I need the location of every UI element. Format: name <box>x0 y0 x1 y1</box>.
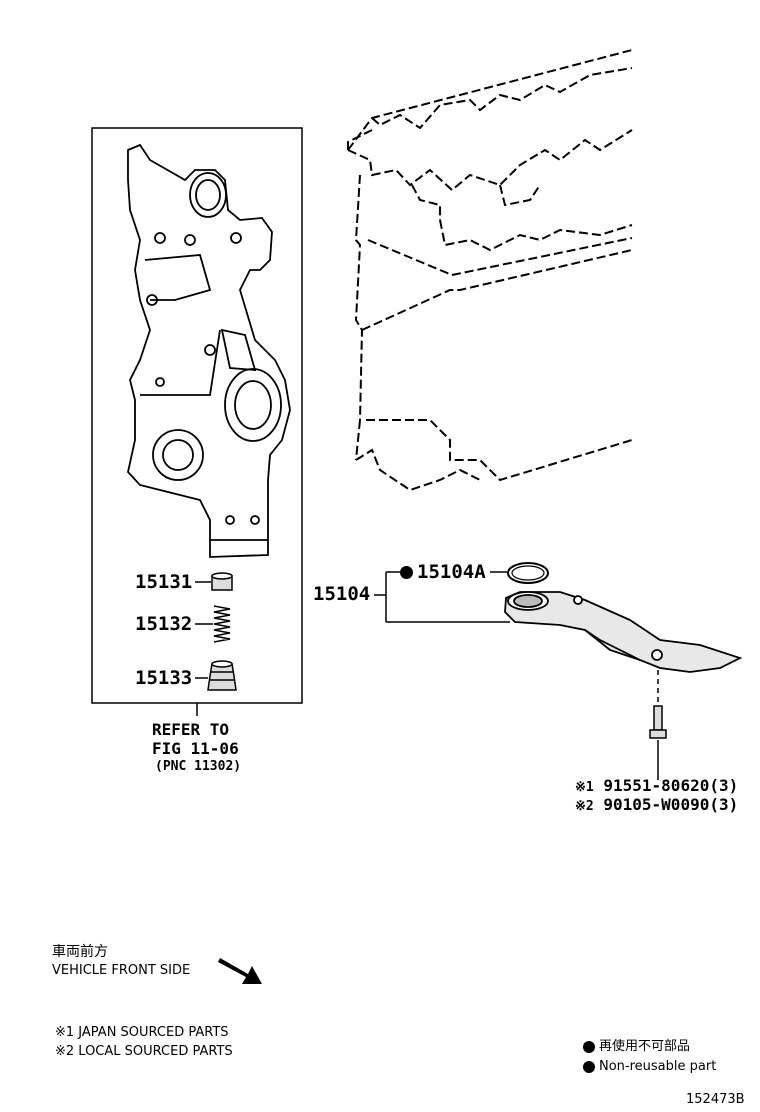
label-15133: 15133 <box>135 667 193 689</box>
oil-strainer-shape <box>504 591 743 673</box>
legend-dot-icon-2 <box>583 1060 595 1073</box>
bolt-shape <box>649 705 667 739</box>
legend-japanese: 再使用不可部品 <box>583 1040 690 1053</box>
footnote-1: ※1 JAPAN SOURCED PARTS <box>55 1025 229 1040</box>
o-ring-shape <box>507 562 549 584</box>
refer-line-2: FIG 11-06 <box>152 739 239 758</box>
label-15131: 15131 <box>135 571 193 593</box>
non-reusable-dot-icon <box>400 566 413 579</box>
bolt-1-mark: ※1 <box>575 780 594 795</box>
engine-block <box>347 49 633 492</box>
refer-line-1: REFER TO <box>152 720 230 739</box>
part-15132-shape <box>213 605 231 643</box>
label-15104: 15104 <box>313 583 371 605</box>
legend-english-text: Non-reusable part <box>599 1059 717 1074</box>
figure-id: 152473B <box>686 1092 745 1107</box>
bolt-1-number: 91551-80620(3) <box>603 776 739 795</box>
label-15104A-text: 15104A <box>417 561 486 583</box>
label-15104A: 15104A <box>400 563 486 582</box>
part-15131-shape <box>211 572 233 591</box>
footnote-2: ※2 LOCAL SOURCED PARTS <box>55 1044 233 1059</box>
refer-box <box>91 127 303 704</box>
bolt-2-label: ※2 90105-W0090(3) <box>575 795 739 814</box>
legend-dot-icon-1 <box>583 1040 595 1053</box>
bolt-2-mark: ※2 <box>575 799 594 814</box>
legend-english: Non-reusable part <box>583 1060 716 1073</box>
front-japanese: 車両前方 <box>52 944 108 960</box>
timing-chain-cover <box>127 143 291 558</box>
front-arrow-icon <box>218 958 262 984</box>
front-english: VEHICLE FRONT SIDE <box>52 963 191 978</box>
bolt-2-number: 90105-W0090(3) <box>603 795 739 814</box>
label-15132: 15132 <box>135 613 193 635</box>
refer-line-3: (PNC 11302) <box>155 759 242 774</box>
part-15133-shape <box>207 660 237 691</box>
legend-japanese-text: 再使用不可部品 <box>599 1039 691 1054</box>
bolt-1-label: ※1 91551-80620(3) <box>575 776 739 795</box>
